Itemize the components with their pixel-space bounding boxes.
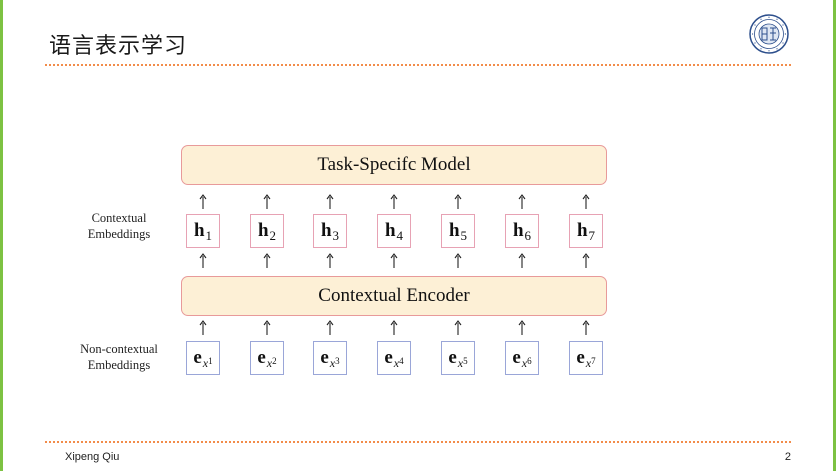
vector-subscript: 6 <box>524 228 532 243</box>
arrow-to-task-model-6 <box>518 194 526 209</box>
arrow-from-encoder-7 <box>582 253 590 268</box>
arrow-to-task-model-3 <box>326 194 334 209</box>
vector-symbol: e <box>257 347 266 368</box>
vector-symbol: e <box>193 347 202 368</box>
vector-sub-subscript: 3 <box>335 356 340 366</box>
contextual-embeddings-label-line2: Embeddings <box>87 227 151 241</box>
arrow-to-task-model-5 <box>454 194 462 209</box>
arrow-to-encoder-2 <box>263 320 271 335</box>
vector-symbol: h <box>512 220 524 241</box>
non-contextual-embeddings-label: Non-contextual Embeddings <box>63 341 175 373</box>
vector-subscript: x <box>329 355 336 370</box>
vector-subscript: x <box>202 355 209 370</box>
footer-divider <box>45 441 791 443</box>
vector-symbol: h <box>576 220 588 241</box>
vector-symbol: h <box>257 220 269 241</box>
vector-subscript: x <box>585 355 592 370</box>
arrow-from-encoder-3 <box>326 253 334 268</box>
arrow-from-encoder-4 <box>390 253 398 268</box>
vector-symbol: e <box>384 347 393 368</box>
vector-symbol: h <box>193 220 205 241</box>
arrow-to-encoder-7 <box>582 320 590 335</box>
page-number: 2 <box>784 451 791 463</box>
arrow-to-task-model-2 <box>263 194 271 209</box>
arrow-to-encoder-5 <box>454 320 462 335</box>
vector-sub-subscript: 5 <box>463 356 468 366</box>
task-specific-model-box: Task-Specifc Model <box>181 145 607 185</box>
arrow-to-encoder-4 <box>390 320 398 335</box>
non-contextual-embeddings-label-line2: Embeddings <box>87 358 151 372</box>
contextual-embeddings-label-line1: Contextual <box>91 211 147 225</box>
arrow-to-task-model-7 <box>582 194 590 209</box>
vector-subscript: 2 <box>269 228 277 243</box>
university-logo-icon <box>749 14 789 54</box>
vector-symbol: h <box>448 220 460 241</box>
header-divider <box>45 64 791 66</box>
vector-subscript: x <box>457 355 464 370</box>
arrow-to-encoder-1 <box>199 320 207 335</box>
arrow-from-encoder-6 <box>518 253 526 268</box>
vector-sub-subscript: 7 <box>591 356 596 366</box>
vector-symbol: e <box>448 347 457 368</box>
arrow-to-task-model-1 <box>199 194 207 209</box>
arrow-to-task-model-4 <box>390 194 398 209</box>
vector-subscript: 1 <box>205 228 213 243</box>
vector-sub-subscript: 6 <box>527 356 532 366</box>
vector-symbol: e <box>512 347 521 368</box>
vector-sub-subscript: 1 <box>208 356 213 366</box>
vector-sub-subscript: 2 <box>272 356 277 366</box>
vector-subscript: 5 <box>460 228 468 243</box>
vector-subscript: 7 <box>588 228 596 243</box>
vector-subscript: x <box>521 355 528 370</box>
arrow-from-encoder-5 <box>454 253 462 268</box>
arrow-from-encoder-2 <box>263 253 271 268</box>
vector-symbol: h <box>384 220 396 241</box>
contextual-encoder-label: Contextual Encoder <box>318 285 470 306</box>
vector-symbol: e <box>576 347 585 368</box>
vector-symbol: h <box>320 220 332 241</box>
vector-subscript: 3 <box>332 228 340 243</box>
vector-sub-subscript: 4 <box>399 356 404 366</box>
vector-subscript: x <box>393 355 400 370</box>
vector-symbol: e <box>320 347 329 368</box>
arrow-from-encoder-1 <box>199 253 207 268</box>
vector-subscript: 4 <box>396 228 404 243</box>
task-specific-model-label: Task-Specifc Model <box>317 154 471 175</box>
contextual-embeddings-label: Contextual Embeddings <box>63 210 175 242</box>
arrow-to-encoder-3 <box>326 320 334 335</box>
arrow-to-encoder-6 <box>518 320 526 335</box>
slide-title: 语言表示学习 <box>49 33 188 58</box>
contextual-encoder-box: Contextual Encoder <box>181 276 607 316</box>
non-contextual-embeddings-label-line1: Non-contextual <box>80 342 158 356</box>
footer-author: Xipeng Qiu <box>65 451 120 463</box>
vector-subscript: x <box>266 355 273 370</box>
